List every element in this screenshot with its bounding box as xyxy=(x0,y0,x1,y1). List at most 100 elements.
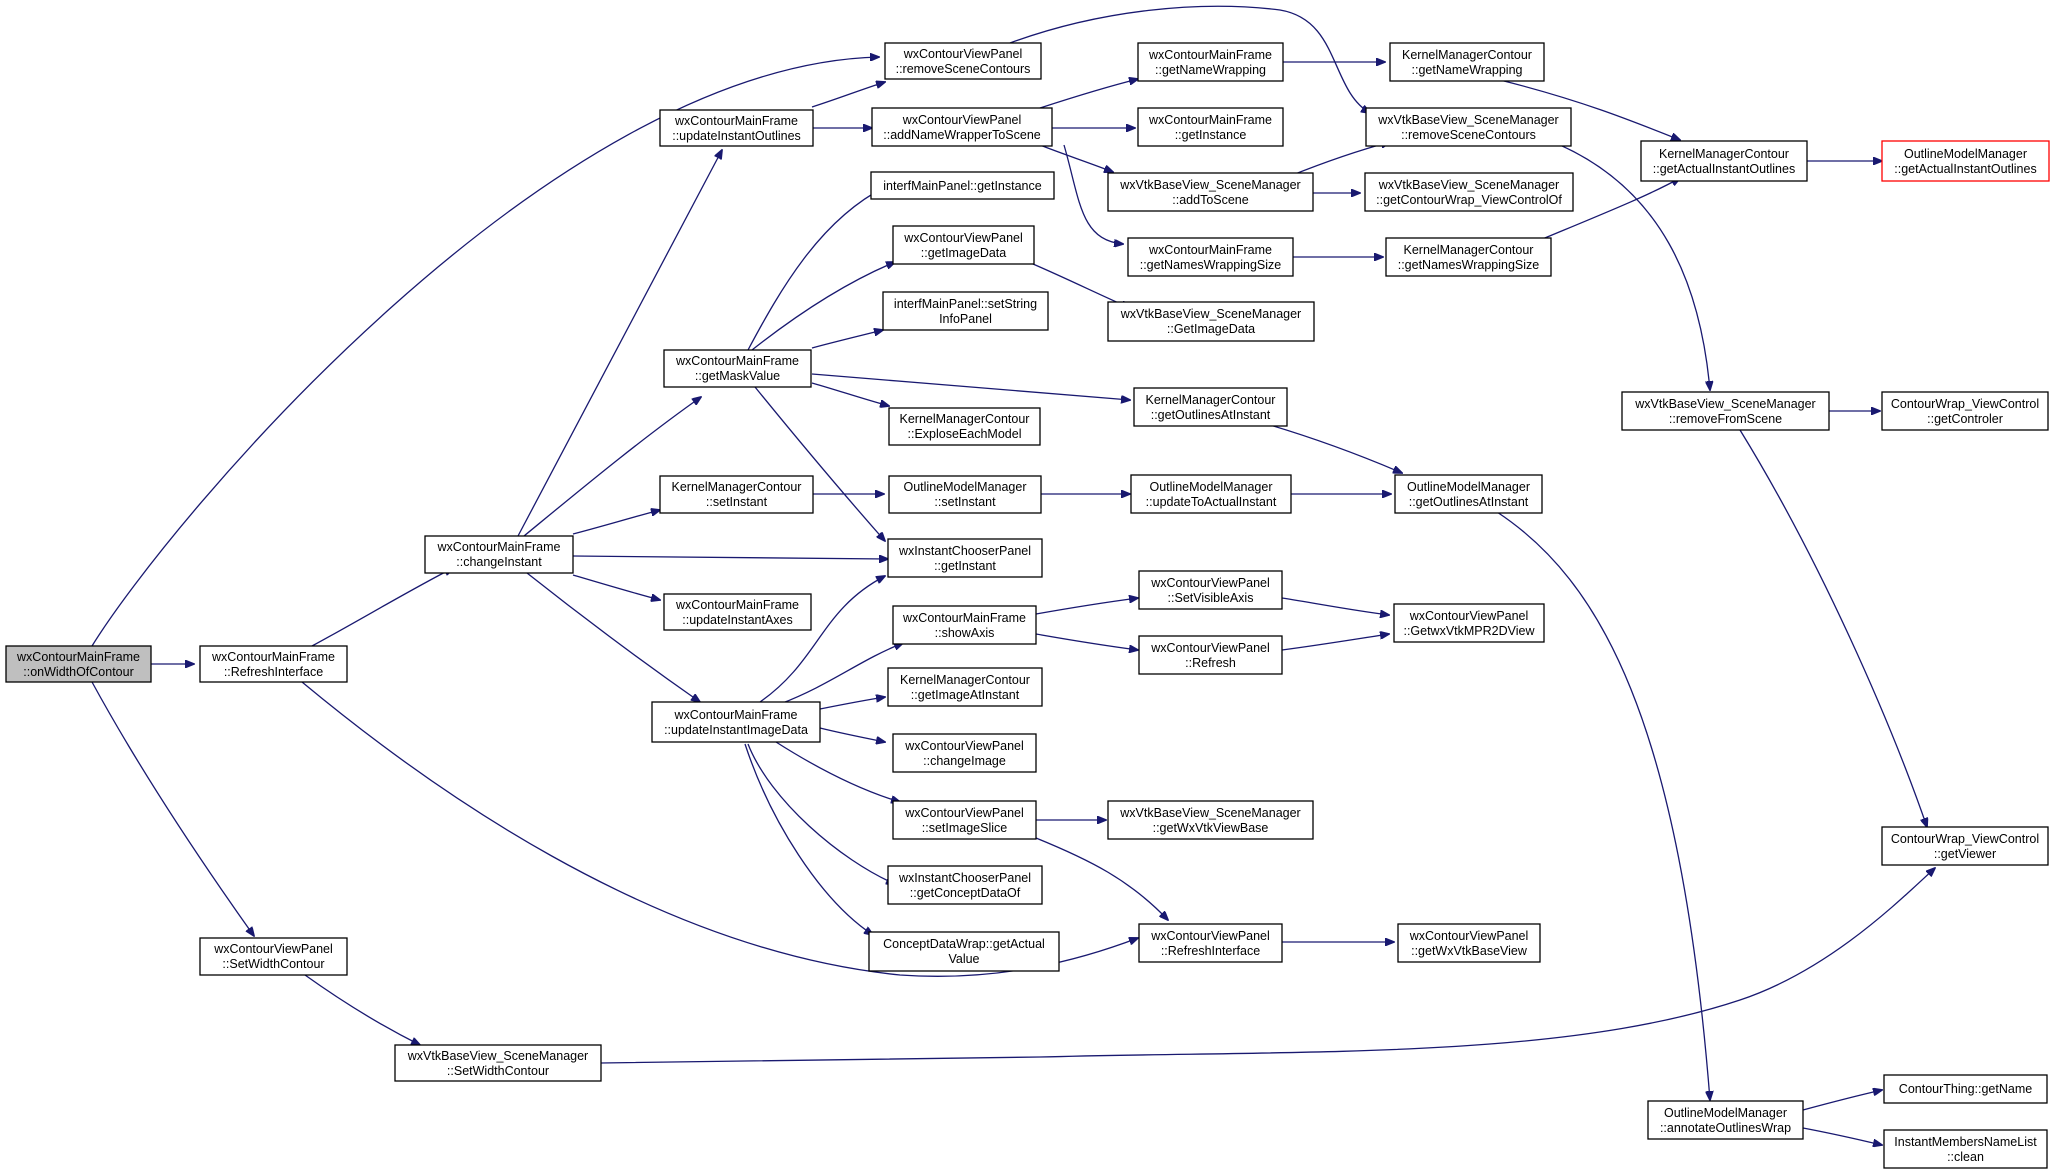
node-om-update-actual[interactable]: OutlineModelManager::updateToActualInsta… xyxy=(1130,474,1292,514)
node-km-setinstant[interactable]: KernelManagerContour::setInstant xyxy=(659,475,814,514)
node-om-outlines-at[interactable]: OutlineModelManager::getOutlinesAtInstan… xyxy=(1394,474,1543,514)
node-sm-getcontourwrap[interactable]: wxVtkBaseView_SceneManager::getContourWr… xyxy=(1364,172,1574,212)
edge xyxy=(600,868,1935,1064)
node-label-line2: ::removeFromScene xyxy=(1669,412,1782,426)
node-ct-getname[interactable]: ContourThing::getName xyxy=(1883,1074,2048,1104)
node-get-mask[interactable]: wxContourMainFrame::getMaskValue xyxy=(663,349,812,388)
node-vp-visibleaxis[interactable]: wxContourViewPanel::SetVisibleAxis xyxy=(1138,570,1283,610)
node-show-axis[interactable]: wxContourMainFrame::showAxis xyxy=(892,605,1037,645)
edge xyxy=(759,576,885,703)
edge xyxy=(1035,837,1168,920)
node-icp-getinstant[interactable]: wxInstantChooserPanel::getInstant xyxy=(887,538,1043,578)
edge xyxy=(1281,597,1389,615)
node-om-setinstant[interactable]: OutlineModelManager::setInstant xyxy=(888,475,1042,514)
node-refresh-interface[interactable]: wxContourMainFrame::RefreshInterface xyxy=(199,645,348,683)
edge xyxy=(572,556,888,559)
node-label-line2: ::showAxis xyxy=(935,626,995,640)
node-mf-getnamesize[interactable]: wxContourMainFrame::getNamesWrappingSize xyxy=(1127,237,1294,277)
node-label-line2: ::addToScene xyxy=(1172,193,1248,207)
edge xyxy=(1281,634,1389,651)
node-label-line1: KernelManagerContour xyxy=(900,673,1030,687)
node-label-line1: wxContourViewPanel xyxy=(903,231,1023,245)
node-label-line2: ::removeSceneContours xyxy=(896,62,1031,76)
node-sm-setwidth[interactable]: wxVtkBaseView_SceneManager::SetWidthCont… xyxy=(394,1044,602,1082)
node-vp-refresh[interactable]: wxContourViewPanel::Refresh xyxy=(1138,635,1283,675)
node-label-line1: KernelManagerContour xyxy=(1659,147,1789,161)
node-mf-getinstance[interactable]: wxContourMainFrame::getInstance xyxy=(1137,107,1284,147)
node-vp-getimage[interactable]: wxContourViewPanel::getImageData xyxy=(892,225,1035,265)
edge xyxy=(526,572,700,702)
node-update-outlines[interactable]: wxContourMainFrame::updateInstantOutline… xyxy=(659,109,814,147)
node-om-annotate[interactable]: OutlineModelManager::annotateOutlinesWra… xyxy=(1647,1100,1804,1140)
node-km-getimage[interactable]: KernelManagerContour::getImageAtInstant xyxy=(887,667,1043,707)
node-km-getnamewrap[interactable]: KernelManagerContour::getNameWrapping xyxy=(1389,42,1545,82)
node-label-line2: ::annotateOutlinesWrap xyxy=(1660,1121,1791,1135)
edge xyxy=(1039,144,1113,172)
node-label-line2: ::getContourWrap_ViewControlOf xyxy=(1376,193,1562,207)
edge xyxy=(91,57,879,647)
node-km-actual-outlines[interactable]: KernelManagerContour::getActualInstantOu… xyxy=(1640,140,1808,182)
node-label-line2: ::onWidthOfContour xyxy=(23,665,133,679)
node-icp-concept[interactable]: wxInstantChooserPanel::getConceptDataOf xyxy=(887,865,1043,905)
node-vp-setslice[interactable]: wxContourViewPanel::setImageSlice xyxy=(892,800,1037,840)
edge xyxy=(811,373,1130,400)
node-sm-getwxvtk[interactable]: wxVtkBaseView_SceneManager::getWxVtkView… xyxy=(1107,800,1314,840)
node-label-line2: ::setImageSlice xyxy=(922,821,1008,835)
node-vp-changeimage[interactable]: wxContourViewPanel::changeImage xyxy=(892,733,1037,773)
node-vp-refresh-iface[interactable]: wxContourViewPanel::RefreshInterface xyxy=(1138,923,1283,963)
node-label-line1: wxContourMainFrame xyxy=(16,650,140,664)
edge xyxy=(754,386,885,541)
nodes: wxContourMainFrame::onWidthOfContour wxC… xyxy=(5,42,2050,1169)
node-vp-remove-contours[interactable]: wxContourViewPanel::removeSceneContours xyxy=(884,42,1042,80)
node-update-axes[interactable]: wxContourMainFrame::updateInstantAxes xyxy=(663,593,812,631)
node-sm-getimage[interactable]: wxVtkBaseView_SceneManager::GetImageData xyxy=(1107,301,1315,342)
edge xyxy=(1499,79,1680,140)
node-label-line2: ::changeImage xyxy=(923,754,1006,768)
node-cw-getviewer[interactable]: ContourWrap_ViewControl::getViewer xyxy=(1881,826,2049,866)
node-label-line1: wxContourMainFrame xyxy=(437,540,561,554)
node-change-instant[interactable]: wxContourMainFrame::changeInstant xyxy=(424,535,574,574)
edge xyxy=(572,574,660,600)
node-om-actual-outlines[interactable]: OutlineModelManager::getActualInstantOut… xyxy=(1881,140,2050,182)
node-sm-removefromscene[interactable]: wxVtkBaseView_SceneManager::removeFromSc… xyxy=(1621,391,1830,431)
node-label-line1: wxContourViewPanel xyxy=(213,942,333,956)
node-sm-addscene[interactable]: wxVtkBaseView_SceneManager::addToScene xyxy=(1107,172,1314,212)
node-vp-add-name[interactable]: wxContourViewPanel::addNameWrapperToScen… xyxy=(871,107,1053,147)
edge xyxy=(811,330,883,349)
node-update-imgdata[interactable]: wxContourMainFrame::updateInstantImageDa… xyxy=(651,701,821,743)
edge xyxy=(1739,429,1927,827)
edge xyxy=(747,187,885,351)
node-root[interactable]: wxContourMainFrame::onWidthOfContour xyxy=(5,645,152,683)
node-km-getnamesize[interactable]: KernelManagerContour::getNamesWrappingSi… xyxy=(1385,237,1552,277)
edge xyxy=(819,697,885,710)
node-label-line2: ::updateInstantImageData xyxy=(664,723,808,737)
node-label-line1: ContourThing::getName xyxy=(1899,1082,2032,1096)
node-imp-getinstance[interactable]: interfMainPanel::getInstance xyxy=(870,171,1055,200)
edge xyxy=(572,510,660,535)
node-cw-getcontroler[interactable]: ContourWrap_ViewControl::getControler xyxy=(1881,391,2049,431)
node-km-explose[interactable]: KernelManagerContour::ExploseEachModel xyxy=(888,407,1041,446)
node-label-line1: wxVtkBaseView_SceneManager xyxy=(1119,806,1300,820)
node-label-line1: wxContourMainFrame xyxy=(902,611,1026,625)
node-label-line2: ::getControler xyxy=(1927,412,2003,426)
node-label-line2: ::removeSceneContours xyxy=(1401,128,1536,142)
edge xyxy=(744,743,873,935)
node-label-line1: interfMainPanel::getInstance xyxy=(883,179,1041,193)
node-label-line1: wxContourMainFrame xyxy=(1148,48,1272,62)
node-imnl-clean[interactable]: InstantMembersNameList::clean xyxy=(1883,1129,2048,1169)
edge xyxy=(1063,144,1123,244)
node-km-outlines-at[interactable]: KernelManagerContour::getOutlinesAtInsta… xyxy=(1133,387,1288,427)
node-label-line1: wxVtkBaseView_SceneManager xyxy=(1378,178,1559,192)
node-vp-setwidth[interactable]: wxContourViewPanel::SetWidthContour xyxy=(199,937,348,976)
edge xyxy=(1802,1090,1882,1111)
node-label-line1: wxContourMainFrame xyxy=(674,114,798,128)
node-vp-getbaseview[interactable]: wxContourViewPanel::getWxVtkBaseView xyxy=(1397,923,1541,963)
node-sm-remove-contours[interactable]: wxVtkBaseView_SceneManager::removeSceneC… xyxy=(1365,107,1572,147)
edge xyxy=(1269,424,1402,473)
node-vp-getmpr[interactable]: wxContourViewPanel::GetwxVtkMPR2DView xyxy=(1393,603,1545,643)
node-label-line1: OutlineModelManager xyxy=(1150,480,1273,494)
node-mf-getnamewrap[interactable]: wxContourMainFrame::getNameWrapping xyxy=(1137,42,1284,82)
